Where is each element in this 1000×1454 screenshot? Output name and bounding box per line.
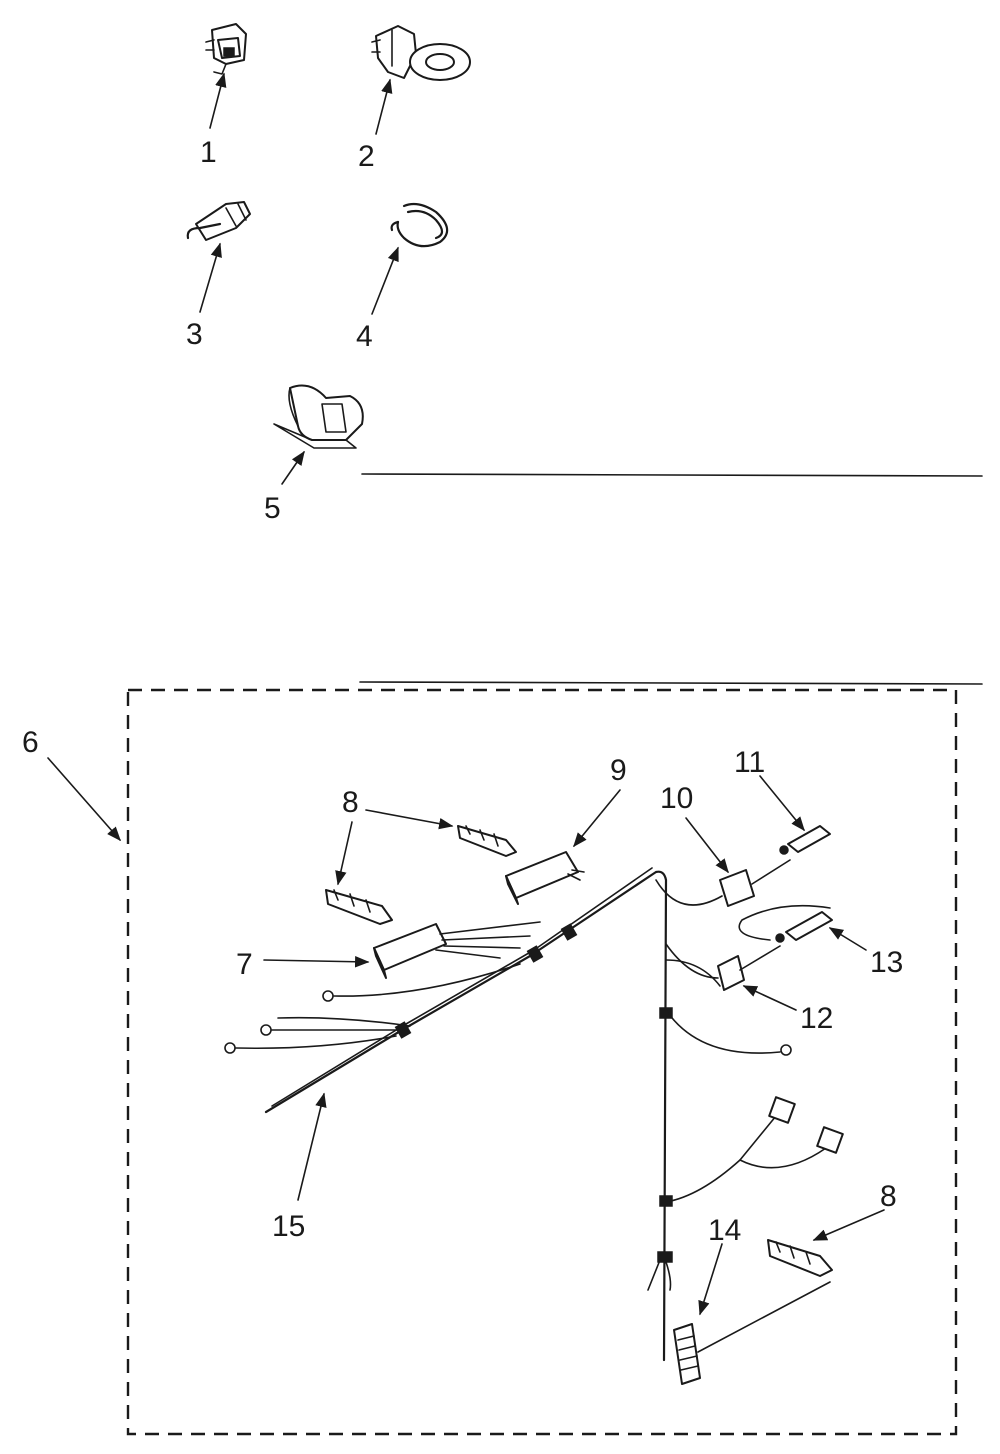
leader-line-13 [828,927,867,951]
callout-2: 2 [358,140,375,173]
callout-15: 15 [272,1210,305,1243]
part-1-clip [205,23,247,75]
harness-kit-boundary [126,688,958,1436]
part-9-connector [505,851,585,905]
part-8-terminal-upper [457,825,517,857]
part-7-connector [373,921,541,979]
leader-line-11 [759,775,805,832]
part-5-sleeve [273,384,364,449]
part-8-terminal-lower [767,1239,833,1277]
part-13-terminal [738,904,833,943]
leader-line-12 [742,985,797,1011]
leader-line-10 [685,817,729,874]
part-10-connector [655,859,791,907]
part-12-connector [665,943,781,991]
callout-1: 1 [200,136,217,169]
leader-line-9 [573,789,621,848]
callout-5: 5 [264,492,281,525]
part-8-terminal-left [325,889,393,925]
part-11-terminal [779,825,831,855]
leader-line-2 [375,78,393,135]
part-4-hook-clip [390,202,449,248]
callout-4: 4 [356,320,373,353]
leader-line-15 [297,1092,327,1201]
leader-line-8a-upper [365,809,454,830]
leader-line-1 [209,72,227,129]
leader-line-6 [47,757,121,842]
callout-8-upper: 8 [342,786,359,819]
leader-line-3 [199,242,222,313]
callout-11: 11 [734,746,765,779]
leader-line-14 [698,1243,723,1316]
callout-7: 7 [236,948,253,981]
callout-12: 12 [800,1002,833,1035]
part-14-connector [673,1281,831,1385]
callout-6: 6 [22,726,39,759]
callout-14: 14 [708,1214,741,1247]
callout-10: 10 [660,782,693,815]
separator-line-upper [361,473,983,477]
callout-8-lower: 8 [880,1180,897,1213]
callout-9: 9 [610,754,627,787]
part-3-clip [186,201,251,241]
leader-line-8a-left [335,821,353,886]
part-15-main-harness [224,867,844,1362]
leader-line-4 [371,246,399,315]
separator-line-lower [359,681,983,685]
callout-3: 3 [186,318,203,351]
leader-line-8b [812,1209,885,1241]
callout-13: 13 [870,946,903,979]
part-2-ring-clip [371,25,471,81]
leader-line-7 [263,955,370,968]
leader-line-5 [281,450,305,485]
